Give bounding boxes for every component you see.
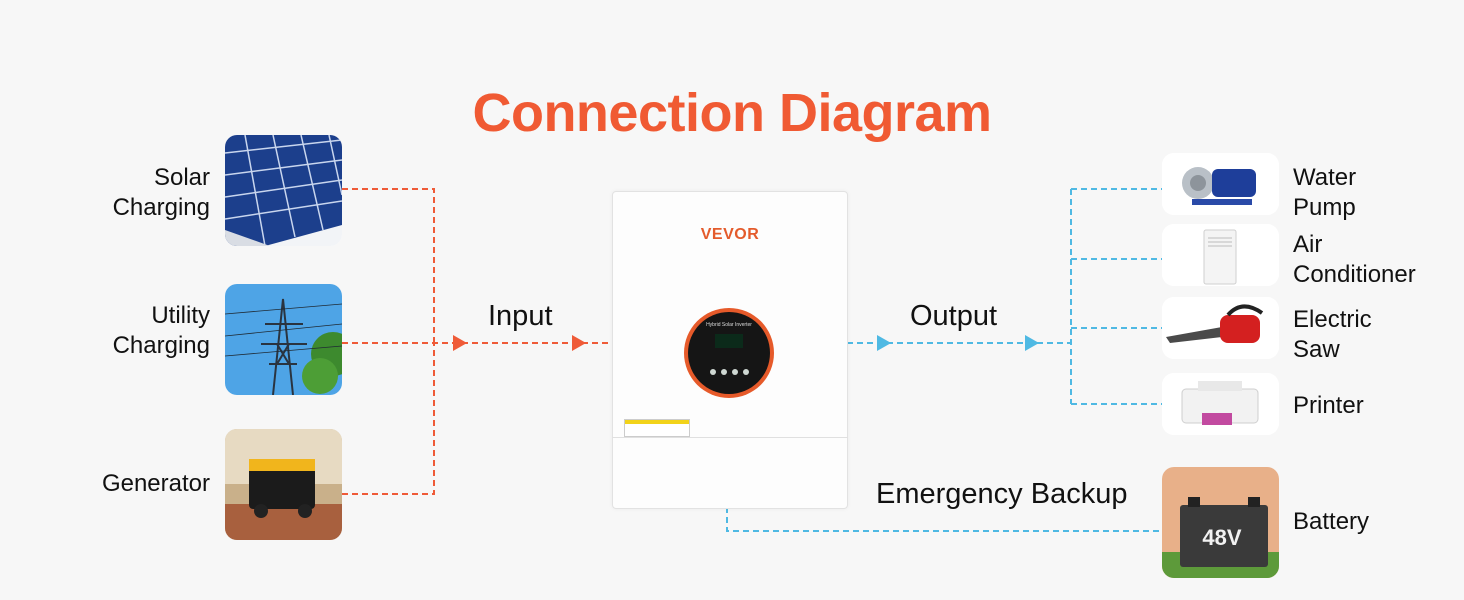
diagram-title: Connection Diagram (472, 83, 992, 143)
output-arrow-2 (1025, 335, 1039, 351)
input-lines (342, 188, 612, 495)
inverter-panel-caption: Hybrid Solar Inverter (706, 322, 752, 328)
output-arrow-1 (877, 335, 891, 351)
printer-label: Printer (1293, 392, 1364, 419)
solar-line (342, 188, 435, 343)
input-arrow-2 (572, 335, 586, 351)
battery-label: Battery (1293, 508, 1370, 535)
water-pump-image (1162, 153, 1279, 215)
solar-panel-image (225, 135, 342, 246)
input-label: Input (488, 300, 553, 332)
air-conditioner-image (1162, 224, 1279, 286)
generator-line (342, 343, 435, 495)
inverter-brand: VEVOR (700, 226, 760, 243)
battery-voltage-text: 48V (1202, 525, 1241, 550)
inverter-seam (612, 437, 848, 438)
output-lines (726, 188, 1162, 532)
input-arrow-1 (453, 335, 467, 351)
output-label: Output (910, 300, 998, 332)
inverter-control-panel (688, 312, 770, 394)
caution-sticker (624, 419, 690, 437)
generator-image (225, 429, 342, 540)
inverter-display (710, 334, 749, 375)
emergency-backup-label: Emergency Backup (876, 478, 1128, 510)
battery-image: 48V (1162, 467, 1279, 578)
battery-line (726, 507, 1162, 532)
power-tower-image (225, 284, 342, 395)
chainsaw-image (1162, 297, 1279, 359)
printer-image (1162, 373, 1279, 435)
generator-label: Generator (101, 470, 210, 497)
